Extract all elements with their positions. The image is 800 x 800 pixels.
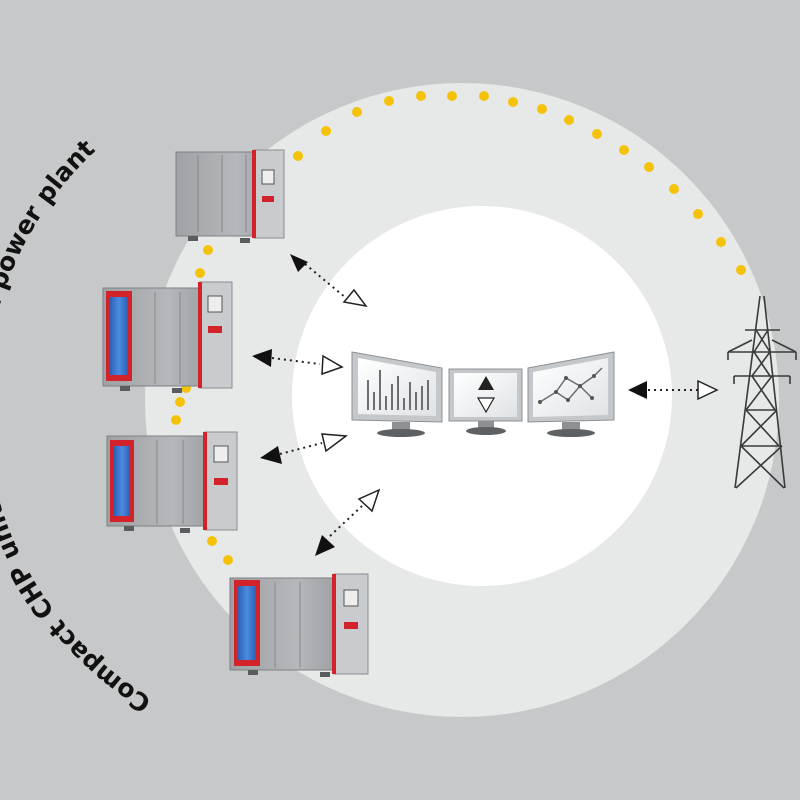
arrow-head-filled [315, 535, 335, 556]
path-dot [207, 536, 217, 546]
path-dot [479, 91, 489, 101]
path-dot [644, 162, 654, 172]
power-pylon-icon [727, 295, 797, 489]
path-dot [564, 115, 574, 125]
chp-unit-3 [106, 431, 238, 533]
arrow-head-open [697, 379, 719, 401]
path-dot [619, 145, 629, 155]
path-dot [693, 209, 703, 219]
path-dot [736, 265, 746, 275]
path-dot [537, 104, 547, 114]
path-dot [293, 151, 303, 161]
path-dot [592, 129, 602, 139]
diagram-title: Compact CHP units in the virtual power p… [0, 134, 156, 719]
connectors [252, 254, 719, 556]
path-dot [508, 97, 518, 107]
chp-unit-2 [102, 281, 233, 393]
arrow-head-filled [290, 254, 308, 272]
path-dot [669, 184, 679, 194]
monitor-updown-icon [448, 368, 523, 435]
path-dot [716, 237, 726, 247]
path-dot [416, 91, 426, 101]
arrow-head-open [357, 488, 381, 513]
chp-unit-1 [175, 149, 285, 243]
monitor-chart-icon [351, 351, 443, 437]
path-dot [175, 397, 185, 407]
arrow-head-filled [252, 349, 272, 367]
arrow-head-filled [260, 446, 282, 464]
path-dot [223, 555, 233, 565]
chp-unit-4 [229, 573, 369, 677]
path-dot [384, 96, 394, 106]
dotted-path [171, 91, 746, 565]
path-dot [195, 268, 205, 278]
arrow-head-open [321, 354, 344, 376]
monitor-network-icon [527, 351, 615, 437]
path-dot [171, 415, 181, 425]
path-dot [447, 91, 457, 101]
path-dot [203, 245, 213, 255]
path-dot [321, 126, 331, 136]
control-center [351, 351, 615, 437]
arrow-head-filled [628, 381, 647, 399]
path-dot [352, 107, 362, 117]
arrow-head-open [321, 433, 349, 453]
arrow-head-open [342, 288, 368, 308]
